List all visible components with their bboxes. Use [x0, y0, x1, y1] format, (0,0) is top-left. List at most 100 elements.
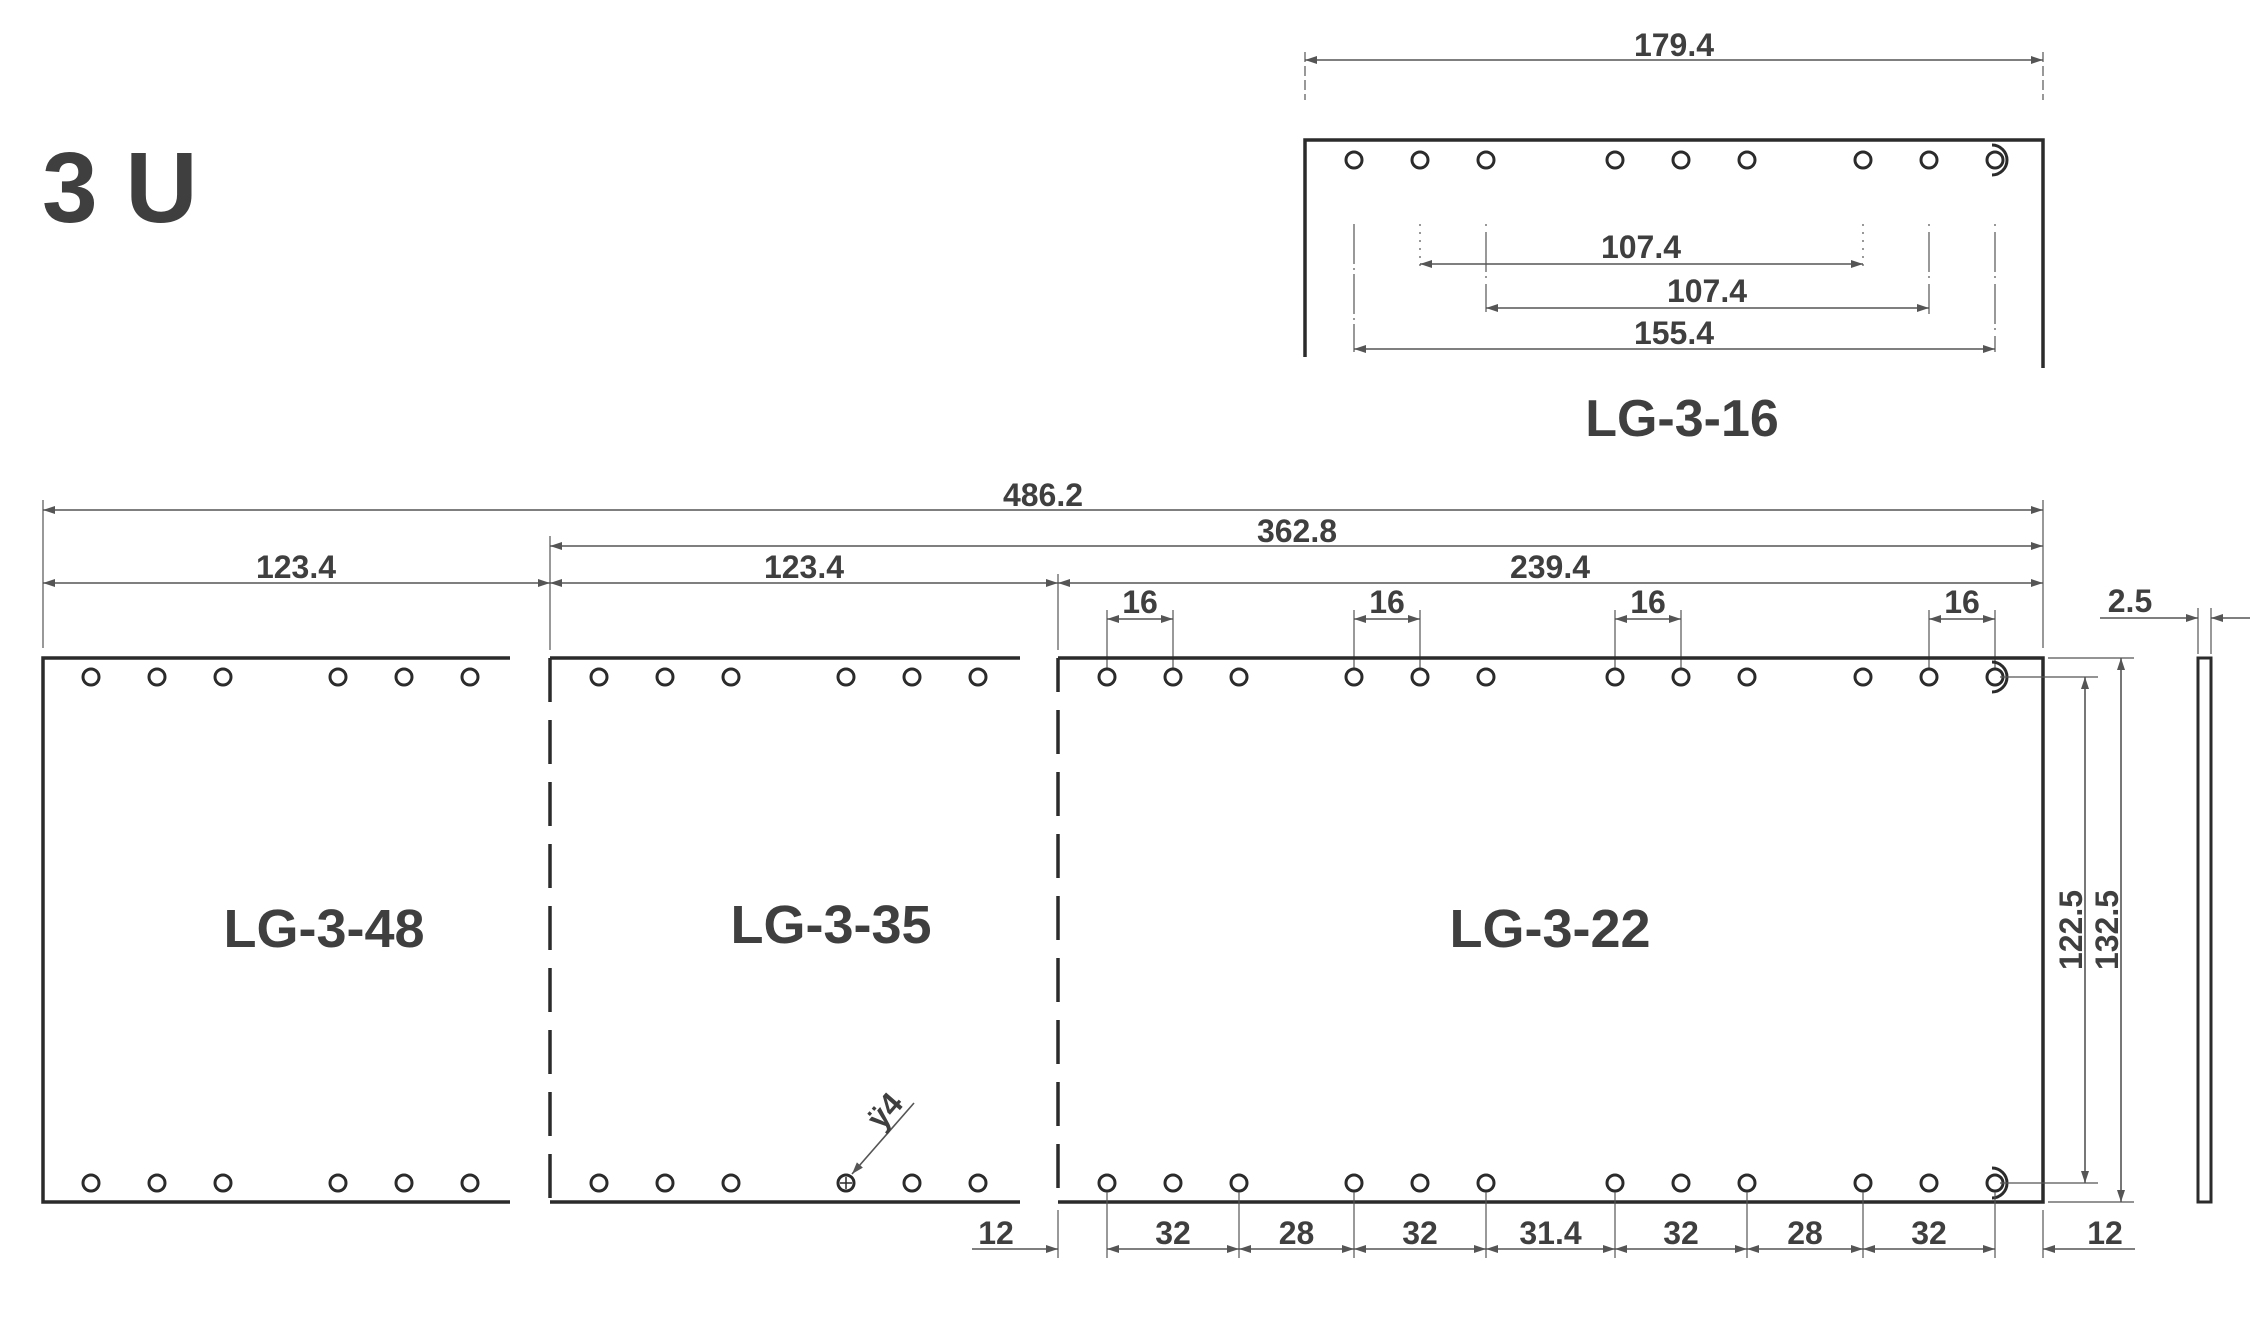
panel-lg-3-48: LG-3-48 [41, 656, 510, 1204]
mounting-hole [1605, 150, 1625, 170]
dimension-label: 132.5 [2089, 890, 2125, 970]
panel-lg-3-16: LG-3-16 [1303, 138, 2045, 448]
mounting-hole [655, 667, 675, 687]
side-view-profile [2196, 656, 2213, 1204]
mounting-hole [1410, 1173, 1430, 1193]
mounting-hole [328, 667, 348, 687]
alignment-hole [1985, 143, 2009, 177]
panel-lg-3-35: LG-3-35 [548, 656, 1020, 1204]
hole-row [1344, 143, 2009, 177]
mounting-hole [147, 1173, 167, 1193]
dimension-12-left: 12 [972, 1210, 1059, 1258]
mounting-hole [460, 667, 480, 687]
panel-label: LG-3-35 [730, 895, 931, 955]
dimension-122-5: 122.5 [2000, 676, 2098, 1184]
dimension-label: 16 [1369, 584, 1405, 620]
dimension-label: 107.4 [1667, 273, 1747, 309]
mounting-hole [1605, 1173, 1625, 1193]
dimension-label: ÿ4 [859, 1085, 910, 1136]
dimension-12-right: 12 [2042, 1210, 2135, 1258]
mounting-hole [213, 1173, 233, 1193]
dimension-label: 28 [1787, 1215, 1823, 1251]
panel-outline [1303, 138, 2045, 368]
dimension-label: 239.4 [1510, 549, 1590, 585]
panel-label: LG-3-16 [1585, 390, 1779, 448]
mounting-hole [394, 1173, 414, 1193]
panel-label: LG-3-48 [223, 899, 424, 959]
mounting-hole [460, 1173, 480, 1193]
mounting-hole [836, 667, 856, 687]
bottom-spacing-chain: 32 28 32 31.4 32 28 32 [1106, 1192, 1996, 1258]
dimension-486-2: 486.2 [42, 477, 2044, 648]
mounting-hole [1671, 667, 1691, 687]
mounting-hole [81, 667, 101, 687]
dimension-2-5: 2.5 [2100, 583, 2250, 654]
mounting-hole [655, 1173, 675, 1193]
mounting-hole [1476, 1173, 1496, 1193]
dimension-16-d: 16 [1928, 584, 1996, 672]
dimension-16-a: 16 [1106, 584, 1174, 672]
mounting-hole [1163, 1173, 1183, 1193]
mounting-hole [1229, 1173, 1249, 1193]
dimension-label: 2.5 [2108, 583, 2152, 619]
mounting-hole [1737, 667, 1757, 687]
mounting-hole [1671, 1173, 1691, 1193]
dimension-label: 12 [978, 1215, 1014, 1251]
mounting-hole [1737, 150, 1757, 170]
mounting-hole [213, 667, 233, 687]
mounting-hole [1476, 150, 1496, 170]
dimension-label: 123.4 [256, 549, 336, 585]
hole-diameter-callout: ÿ4 [851, 1085, 915, 1175]
mounting-hole [1476, 667, 1496, 687]
mounting-hole [1344, 667, 1364, 687]
hole-rows [81, 667, 480, 1193]
panel-outline [41, 656, 510, 1204]
mounting-hole [1737, 1173, 1757, 1193]
dimension-107-4-a: 107.4 [1420, 229, 1863, 268]
mounting-hole [968, 667, 988, 687]
mounting-hole [902, 667, 922, 687]
dimension-16-c: 16 [1614, 584, 1682, 672]
dimension-label: 32 [1402, 1215, 1438, 1251]
dimension-label: 486.2 [1003, 477, 1083, 513]
dimension-label: 179.4 [1634, 27, 1714, 63]
hole-rows [589, 667, 988, 1193]
mounting-hole [1919, 1173, 1939, 1193]
dimension-label: 31.4 [1519, 1215, 1581, 1251]
mounting-hole [394, 667, 414, 687]
dimension-label: 32 [1663, 1215, 1699, 1251]
dimension-label: 32 [1911, 1215, 1947, 1251]
mounting-hole [1344, 150, 1364, 170]
mounting-hole [1671, 150, 1691, 170]
mounting-hole [1163, 667, 1183, 687]
mounting-hole [902, 1173, 922, 1193]
dimension-362-8: 362.8 [549, 513, 2043, 650]
dimension-label: 122.5 [2053, 890, 2089, 970]
panel-lg-3-22: LG-3-22 [1056, 656, 2045, 1204]
mounting-hole [1853, 1173, 1873, 1193]
dimension-label: 32 [1155, 1215, 1191, 1251]
dimension-123-4-b: 123.4 [550, 549, 1058, 587]
mounting-hole [81, 1173, 101, 1193]
dimension-label: 28 [1279, 1215, 1315, 1251]
mounting-hole [147, 667, 167, 687]
mounting-hole [589, 667, 609, 687]
mounting-hole [1229, 667, 1249, 687]
title: 3 U [42, 132, 198, 244]
mounting-hole [1344, 1173, 1364, 1193]
mounting-hole [721, 667, 741, 687]
mounting-hole [328, 1173, 348, 1193]
mounting-hole [1410, 667, 1430, 687]
dimension-label: 16 [1630, 584, 1666, 620]
extension-lines-lg-3-16 [1353, 224, 1996, 352]
mounting-hole [721, 1173, 741, 1193]
dimension-label: 155.4 [1634, 315, 1714, 351]
panel-label: LG-3-22 [1449, 899, 1650, 959]
dimension-107-4-b: 107.4 [1486, 273, 1929, 312]
mounting-hole [1097, 667, 1117, 687]
mounting-hole [1919, 667, 1939, 687]
dimension-239-4: 239.4 [1057, 549, 2043, 650]
dimension-179-4: 179.4 [1304, 27, 2044, 100]
